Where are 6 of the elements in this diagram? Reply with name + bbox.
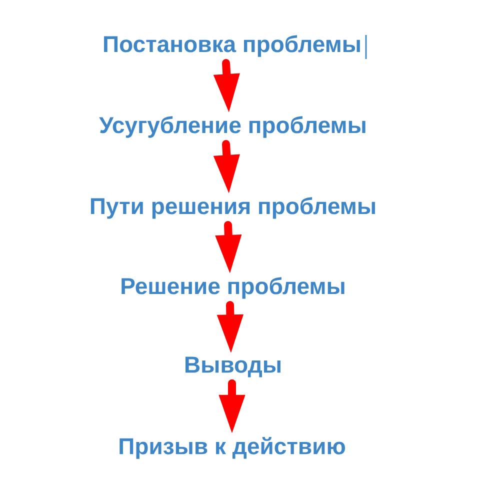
step-label: Пути решения проблемы — [90, 197, 375, 219]
step-label: Усугубление проблемы — [99, 116, 366, 138]
step-label: Призыв к действию — [120, 437, 345, 459]
step-label: Выводы — [186, 356, 280, 378]
step-label: Постановка проблемы — [104, 35, 360, 57]
step-label: Решение проблемы — [122, 277, 344, 299]
